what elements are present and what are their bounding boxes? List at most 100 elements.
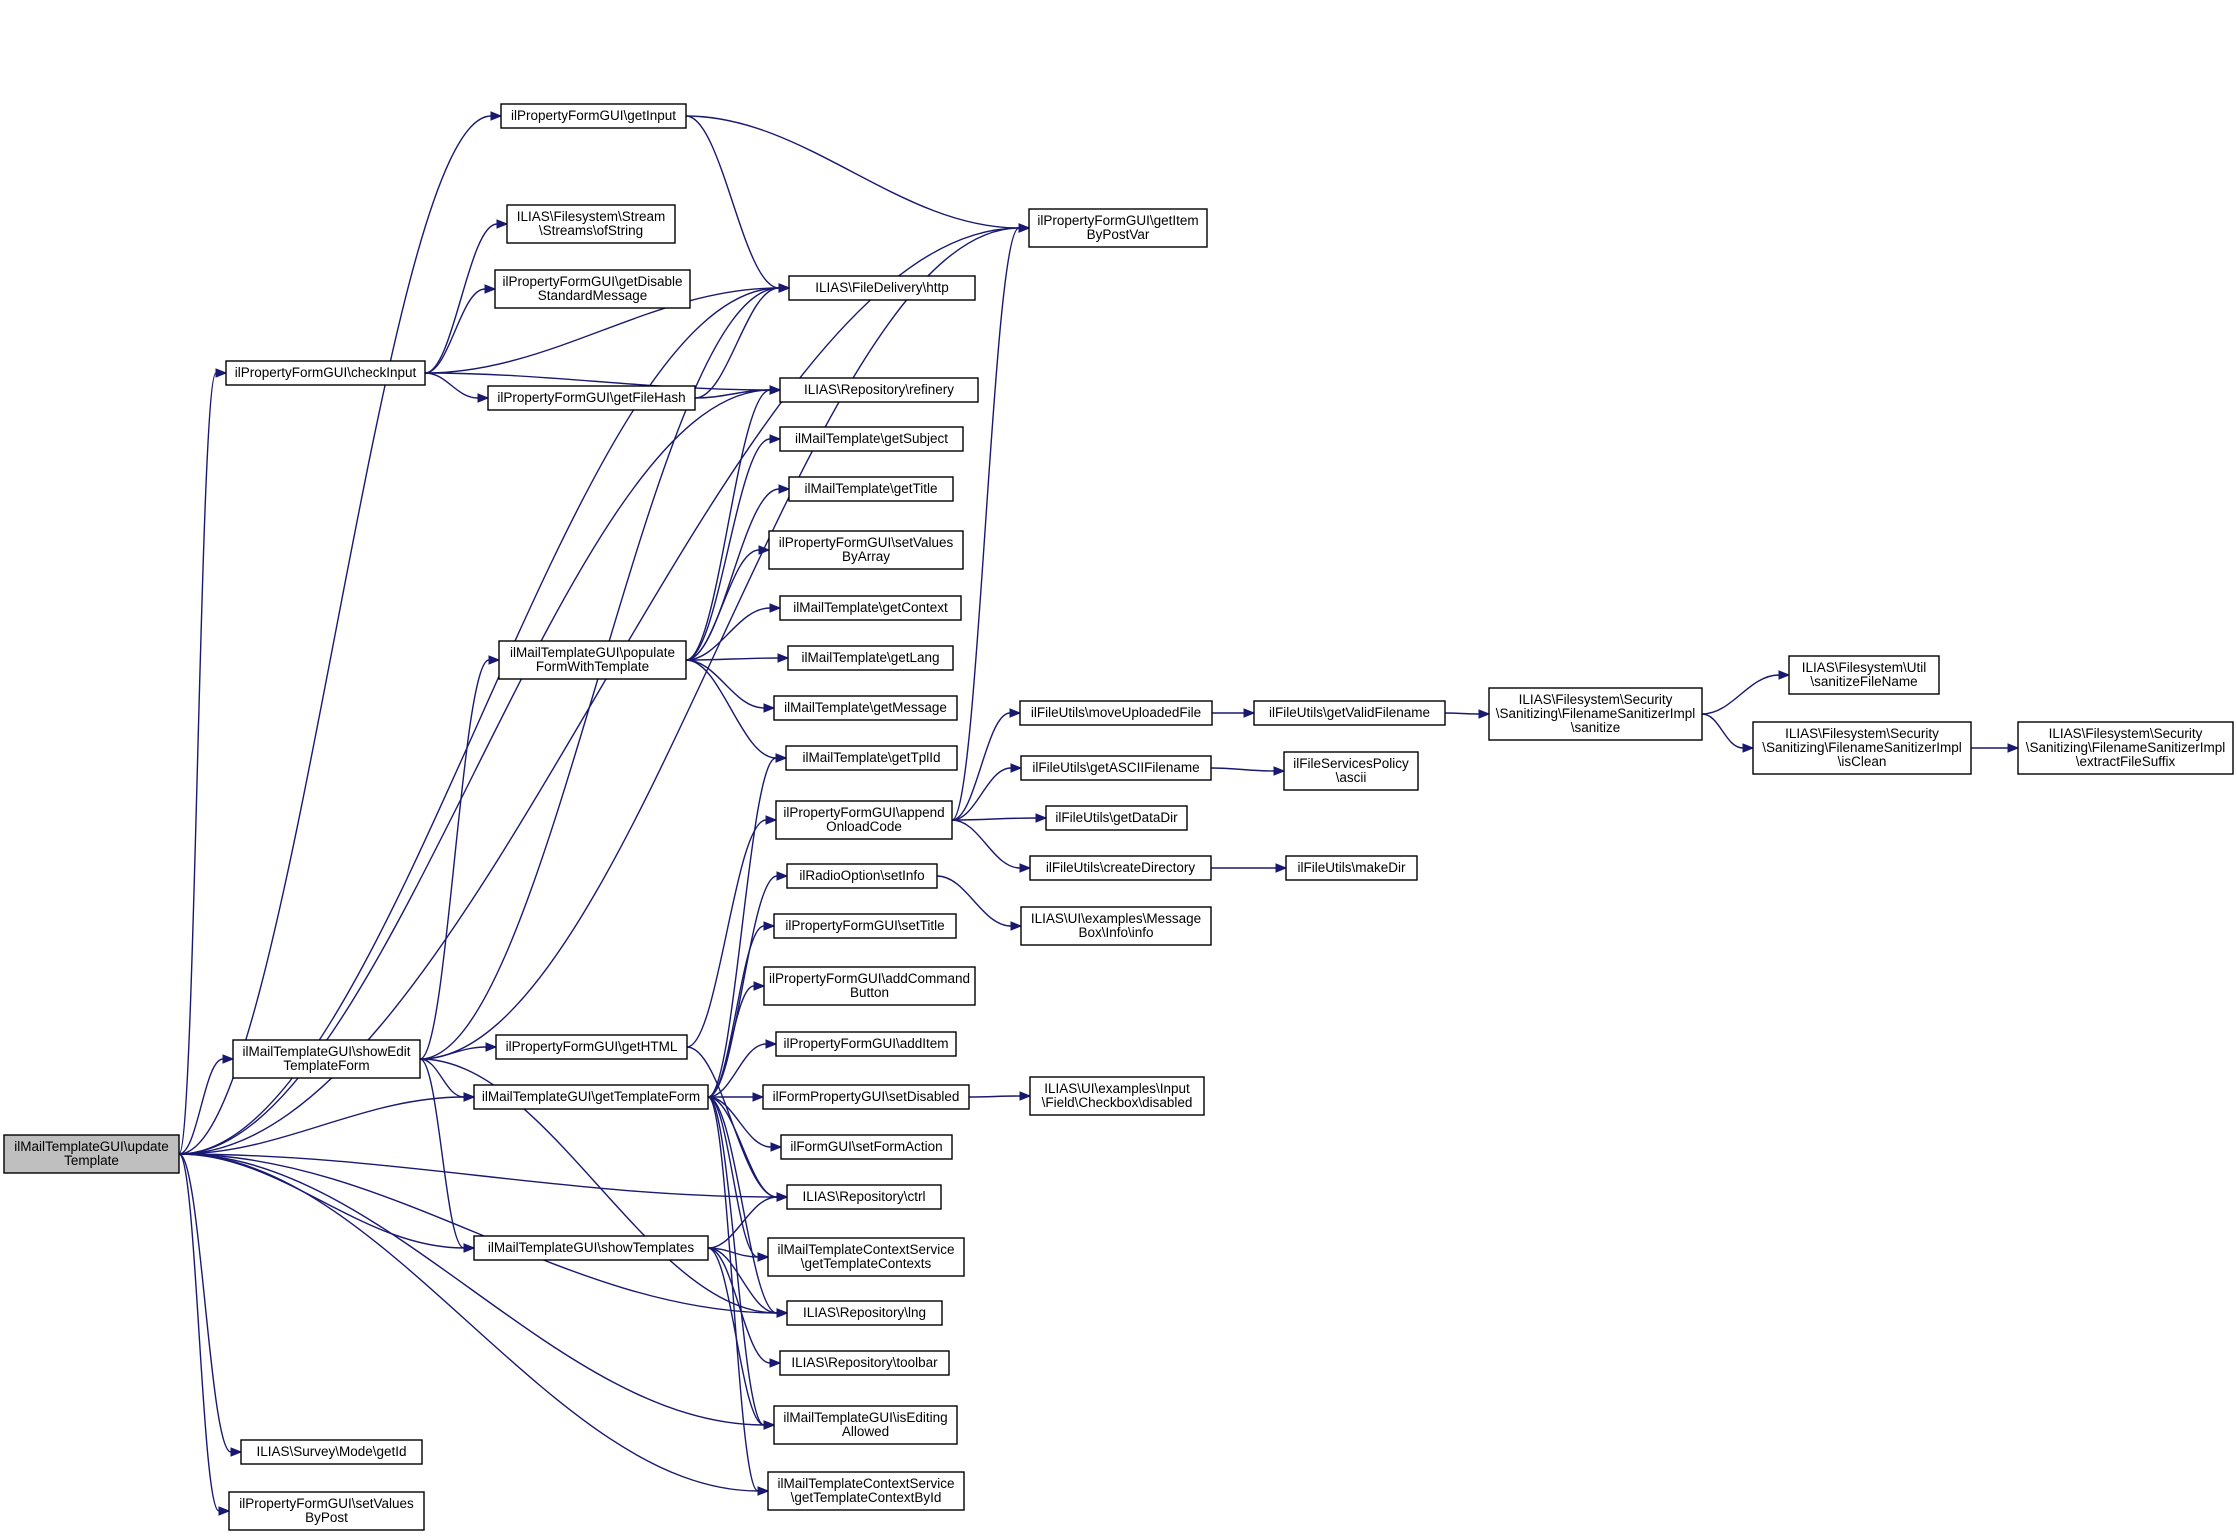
arrowhead <box>222 1054 235 1064</box>
node-label: ILIAS\Repository\lng <box>803 1305 926 1320</box>
node-label: ilPropertyFormGUI\setValues <box>779 535 954 550</box>
node-http[interactable]: ILIAS\FileDelivery\http <box>788 275 976 301</box>
arrowhead <box>230 1447 243 1457</box>
node-box <box>1028 208 1208 248</box>
node-getContext[interactable]: ilMailTemplate\getContext <box>779 595 962 621</box>
node-getTemplateForm[interactable]: ilMailTemplateGUI\getTemplateForm <box>473 1084 709 1110</box>
node-box <box>785 745 958 771</box>
node-checkInput[interactable]: ilPropertyFormGUI\checkInput <box>225 360 426 386</box>
arrowhead <box>218 1506 231 1516</box>
node-refinery[interactable]: ILIAS\Repository\refinery <box>779 377 979 403</box>
node-box <box>779 377 979 403</box>
node-ofString[interactable]: ILIAS\Filesystem\Stream\Streams\ofString <box>506 204 676 244</box>
node-sanitizeFileName[interactable]: ILIAS\Filesystem\Util\sanitizeFileName <box>1788 655 1940 695</box>
call-graph-edges <box>178 111 2020 1516</box>
node-sanitize[interactable]: ILIAS\Filesystem\Security\Sanitizing\Fil… <box>1488 687 1703 741</box>
node-setDisabled[interactable]: ilFormPropertyGUI\setDisabled <box>762 1084 970 1110</box>
node-label: ilPropertyFormGUI\append <box>783 805 944 820</box>
node-setInfo[interactable]: ilRadioOption\setInfo <box>786 863 938 889</box>
arrowhead <box>763 703 776 713</box>
node-label: ILIAS\Survey\Mode\getId <box>256 1444 406 1459</box>
arrowhead <box>477 393 490 403</box>
node-getInput[interactable]: ilPropertyFormGUI\getInput <box>500 103 687 129</box>
node-getLang[interactable]: ilMailTemplate\getLang <box>787 645 954 671</box>
node-box <box>786 1184 942 1210</box>
node-checkboxDisabled[interactable]: ILIAS\UI\examples\Input\Field\Checkbox\d… <box>1029 1076 1205 1116</box>
call-edge-showEdit-to-getTemplateForm <box>419 1058 465 1098</box>
node-ctrl[interactable]: ILIAS\Repository\ctrl <box>786 1184 942 1210</box>
node-setTitle[interactable]: ilPropertyFormGUI\setTitle <box>773 913 957 939</box>
node-getTemplateContextById[interactable]: ilMailTemplateContextService\getTemplate… <box>767 1471 965 1511</box>
node-label: ilMailTemplateGUI\showEdit <box>242 1044 410 1059</box>
call-edge-updateTemplate-to-isEditingAllowed <box>178 1153 765 1426</box>
call-edge-checkInput-to-http <box>424 287 780 374</box>
node-getFileHash[interactable]: ilPropertyFormGUI\getFileHash <box>487 385 696 411</box>
node-box <box>1253 700 1446 726</box>
node-makeDir[interactable]: ilFileUtils\makeDir <box>1285 855 1418 881</box>
node-box <box>232 1039 421 1079</box>
node-getASCII[interactable]: ilFileUtils\getASCIIFilename <box>1020 755 1212 781</box>
arrowhead <box>463 1092 476 1102</box>
node-setFormAction[interactable]: ilFormGUI\setFormAction <box>780 1134 953 1160</box>
node-getDataDir[interactable]: ilFileUtils\getDataDir <box>1045 805 1188 831</box>
node-getDisable[interactable]: ilPropertyFormGUI\getDisableStandardMess… <box>494 269 691 309</box>
node-label: ByArray <box>842 549 890 564</box>
node-getTitle[interactable]: ilMailTemplate\getTitle <box>788 476 954 502</box>
call-edge-appendOnload-to-getDataDir <box>951 817 1037 821</box>
arrowhead <box>769 603 782 613</box>
call-edge-getInput-to-getItemByPostVar <box>685 115 1020 229</box>
node-getValidFilename[interactable]: ilFileUtils\getValidFilename <box>1253 700 1446 726</box>
node-moveUploaded[interactable]: ilFileUtils\moveUploadedFile <box>1019 700 1213 726</box>
node-getModeId[interactable]: ILIAS\Survey\Mode\getId <box>240 1439 423 1465</box>
node-extractFileSuffix[interactable]: ILIAS\Filesystem\Security\Sanitizing\Fil… <box>2017 721 2234 775</box>
node-isClean[interactable]: ILIAS\Filesystem\Security\Sanitizing\Fil… <box>1752 721 1972 775</box>
call-edge-updateTemplate-to-getTemplateContextById <box>178 1153 759 1492</box>
node-label: ilFileUtils\getASCIIFilename <box>1032 760 1199 775</box>
node-label: ilRadioOption\setInfo <box>799 868 924 883</box>
node-label: ByPostVar <box>1087 227 1150 242</box>
node-label: \ascii <box>1336 770 1367 785</box>
node-box <box>788 476 954 502</box>
arrowhead <box>769 434 782 444</box>
call-edge-checkInput-to-ofString <box>424 223 498 374</box>
arrowhead <box>485 1042 498 1052</box>
node-label: Button <box>850 985 889 1000</box>
node-populateForm[interactable]: ilMailTemplateGUI\populateFormWithTempla… <box>498 640 687 680</box>
call-edge-updateTemplate-to-lng <box>178 1153 778 1314</box>
call-edge-updateTemplate-to-getInput <box>178 115 492 1155</box>
node-label: \Streams\ofString <box>539 223 643 238</box>
node-box <box>773 695 958 721</box>
node-label: ILIAS\Filesystem\Security <box>1785 726 1939 741</box>
node-getTplId[interactable]: ilMailTemplate\getTplId <box>785 745 958 771</box>
node-lng[interactable]: ILIAS\Repository\lng <box>786 1300 943 1326</box>
node-ascii[interactable]: ilFileServicesPolicy\ascii <box>1283 751 1419 791</box>
node-createDirectory[interactable]: ilFileUtils\createDirectory <box>1029 855 1212 881</box>
node-label: ByPost <box>305 1510 348 1525</box>
node-label: ILIAS\Filesystem\Util <box>1802 660 1927 675</box>
arrowhead <box>757 1486 770 1496</box>
node-label: \Sanitizing\FilenameSanitizerImpl <box>1496 706 1696 721</box>
call-edge-checkInput-to-getFileHash <box>424 372 479 399</box>
node-addItem[interactable]: ilPropertyFormGUI\addItem <box>775 1031 957 1057</box>
node-label: \Sanitizing\FilenameSanitizerImpl <box>2026 740 2226 755</box>
node-getMessage[interactable]: ilMailTemplate\getMessage <box>773 695 958 721</box>
node-label: StandardMessage <box>538 288 648 303</box>
node-box <box>775 800 953 840</box>
node-getTemplateContexts[interactable]: ilMailTemplateContextService\getTemplate… <box>767 1237 965 1277</box>
call-edge-sanitize-to-sanitizeFileName <box>1701 674 1780 715</box>
node-getHTML[interactable]: ilPropertyFormGUI\getHTML <box>495 1034 688 1060</box>
node-getSubject[interactable]: ilMailTemplate\getSubject <box>779 426 964 452</box>
node-toolbar[interactable]: ILIAS\Repository\toolbar <box>779 1350 950 1376</box>
node-label: ILIAS\Filesystem\Security <box>2049 726 2203 741</box>
node-showTemplates[interactable]: ilMailTemplateGUI\showTemplates <box>473 1235 709 1261</box>
